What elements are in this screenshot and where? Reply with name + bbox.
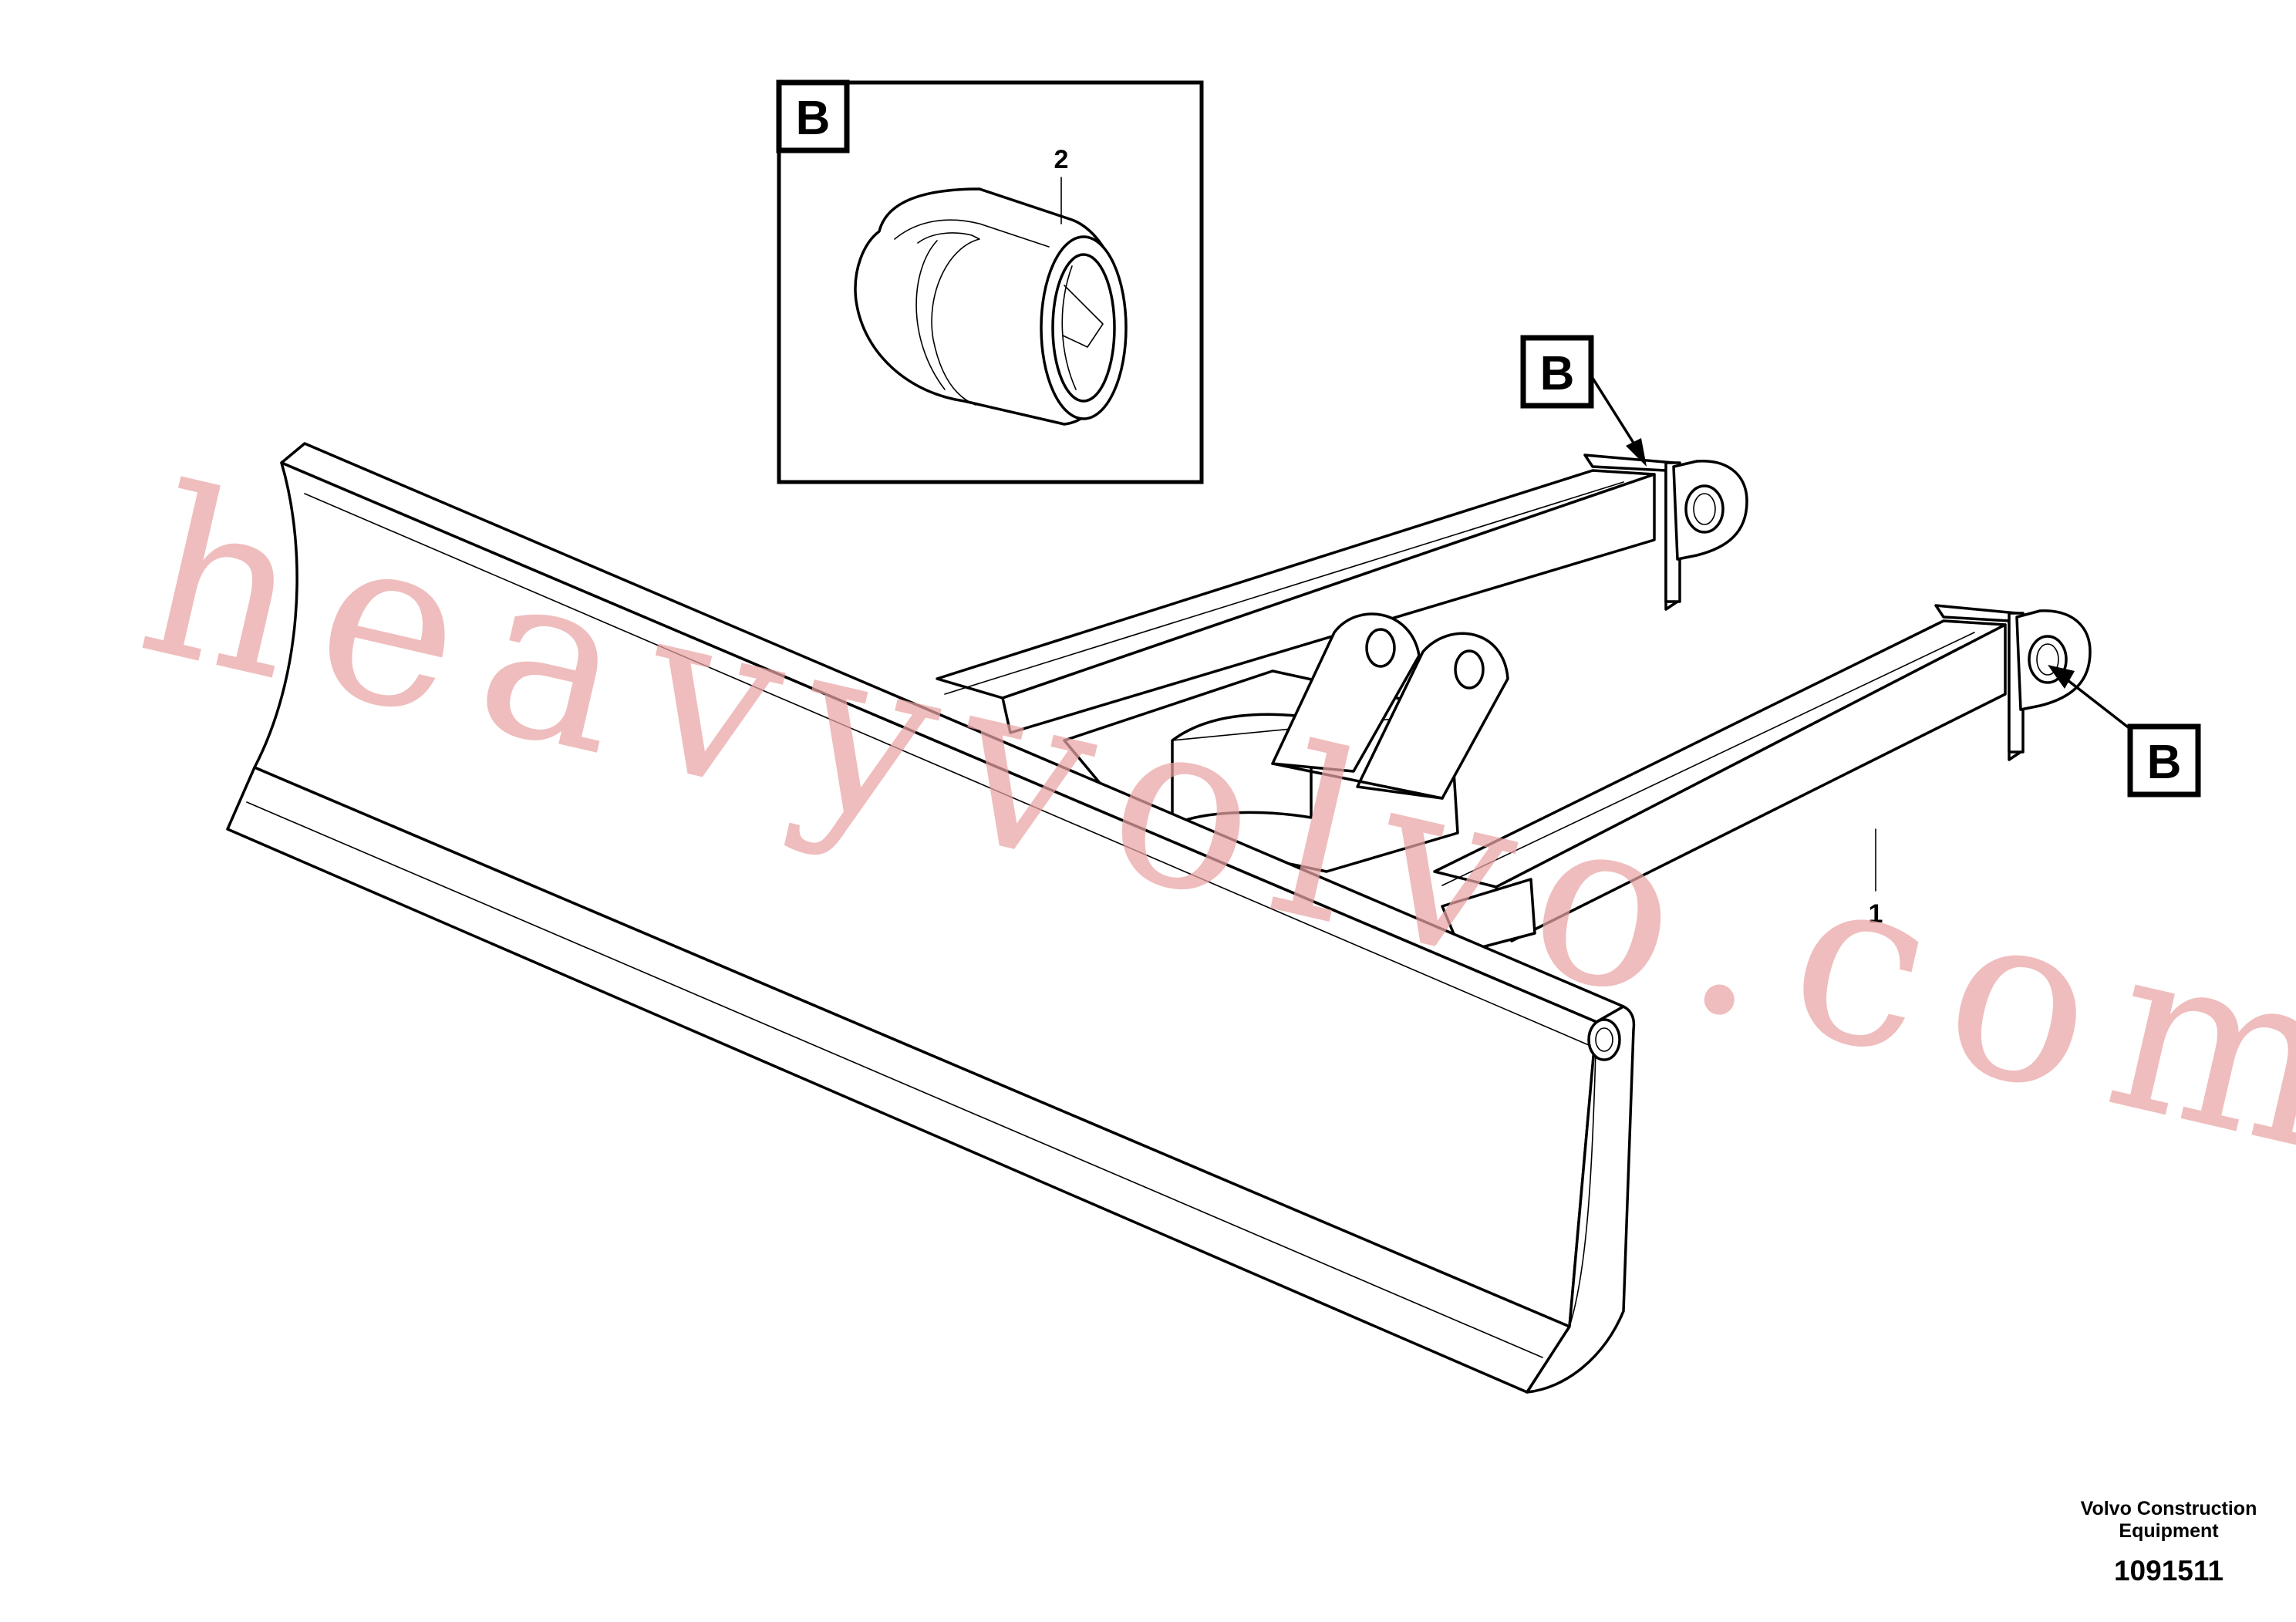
detail-view-b: B 2 (776, 79, 1204, 484)
detail-b-label: B (796, 92, 831, 145)
callout-b-upper: B (1520, 335, 1647, 467)
lower-push-arm (1433, 604, 2092, 943)
upper-push-arm (936, 454, 1748, 734)
dozer-blade (226, 442, 1636, 1394)
item-2-label: 2 (1054, 145, 1069, 174)
cylinder-bracket (1271, 612, 1509, 800)
lower-arm-b-label: B (2147, 736, 2182, 789)
callout-b-lower: B (2048, 665, 2201, 798)
item-1-label: 1 (1869, 899, 1883, 929)
upper-arm-b-label: B (1540, 347, 1575, 400)
company-name: Volvo Construction Equipment (2080, 1498, 2257, 1542)
bushing-drawing (854, 187, 1128, 426)
drawing-number: 1091511 (2113, 1555, 2224, 1587)
